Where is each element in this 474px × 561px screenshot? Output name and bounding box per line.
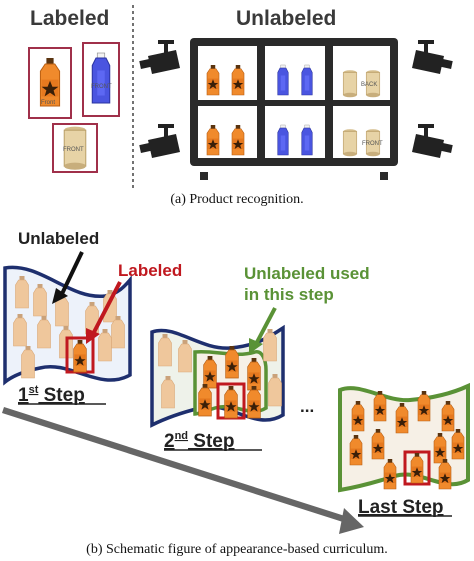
store-shelf: BACK FRONT [190,38,398,180]
caption-a: (a) Product recognition. [170,192,303,207]
blue-front-label: FRONT [91,84,112,90]
labeled-blue-product: FRONT [82,42,120,117]
last-step-title: Last Step [358,497,452,518]
unlabeled-label: Unlabeled [18,229,99,248]
svg-text:Last Step: Last Step [358,497,444,518]
labeled-bottle-product: Front [28,47,72,119]
unlabeled-title: Unlabeled [236,7,336,30]
bottle-icon [39,57,61,107]
bottle-icon [91,52,111,104]
used-label-line2: in this step [244,285,334,304]
svg-text:1st Step: 1st Step [18,384,85,406]
unlabeled-pointer-arrow [52,251,84,304]
used-pointer-arrow [249,307,277,354]
labeled-can-product: FRONT [52,123,98,173]
shelf-back-label: BACK [361,82,377,88]
svg-text:2nd Step: 2nd Step [164,430,234,452]
labeled-title: Labeled [30,7,109,30]
can-front-label: FRONT [63,147,84,153]
caption-b: (b) Schematic figure of appearance-based… [86,542,388,557]
shelf-front-label: FRONT [362,141,383,147]
step1-title: 1st Step [18,384,106,406]
camera-icon [139,40,180,74]
bottle-front-label: Front [41,100,55,106]
camera-icon [139,124,180,158]
ellipsis: ... [300,397,314,416]
labeled-label: Labeled [118,261,182,280]
camera-icon [412,124,453,158]
used-label-line1: Unlabeled used [244,264,370,283]
step2-title: 2nd Step [164,430,262,452]
camera-icon [412,40,453,74]
step2-panel [150,324,285,428]
arrow-icon [2,407,364,534]
step1-panel [3,265,132,386]
last-step-panel [338,382,470,493]
labeled-pointer-arrow [86,281,122,344]
